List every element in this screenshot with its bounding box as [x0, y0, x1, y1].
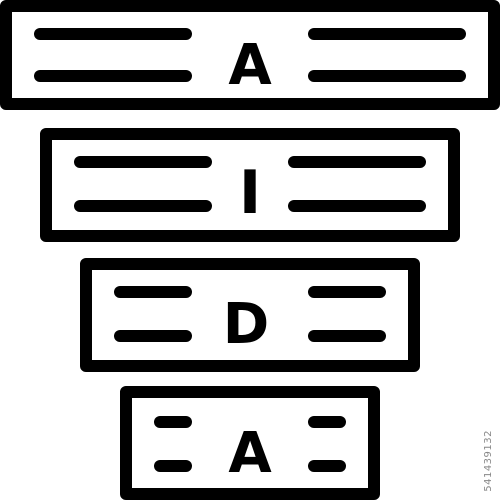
stage-desire-box — [80, 258, 420, 372]
stage-action-letter: A — [228, 421, 272, 486]
stage-interest-box — [40, 128, 460, 242]
stage-desire: D — [80, 258, 420, 372]
stage-attention-letter: A — [228, 33, 272, 98]
stage-desire-letter: D — [223, 292, 269, 357]
stage-interest-letter: I — [239, 158, 261, 228]
stage-action-box — [120, 386, 380, 500]
stage-attention: A — [0, 0, 500, 110]
watermark-id: 541439132 — [483, 430, 494, 492]
stage-interest: I — [40, 128, 460, 242]
stage-attention-box — [0, 0, 500, 110]
stage-action: A — [120, 386, 380, 500]
